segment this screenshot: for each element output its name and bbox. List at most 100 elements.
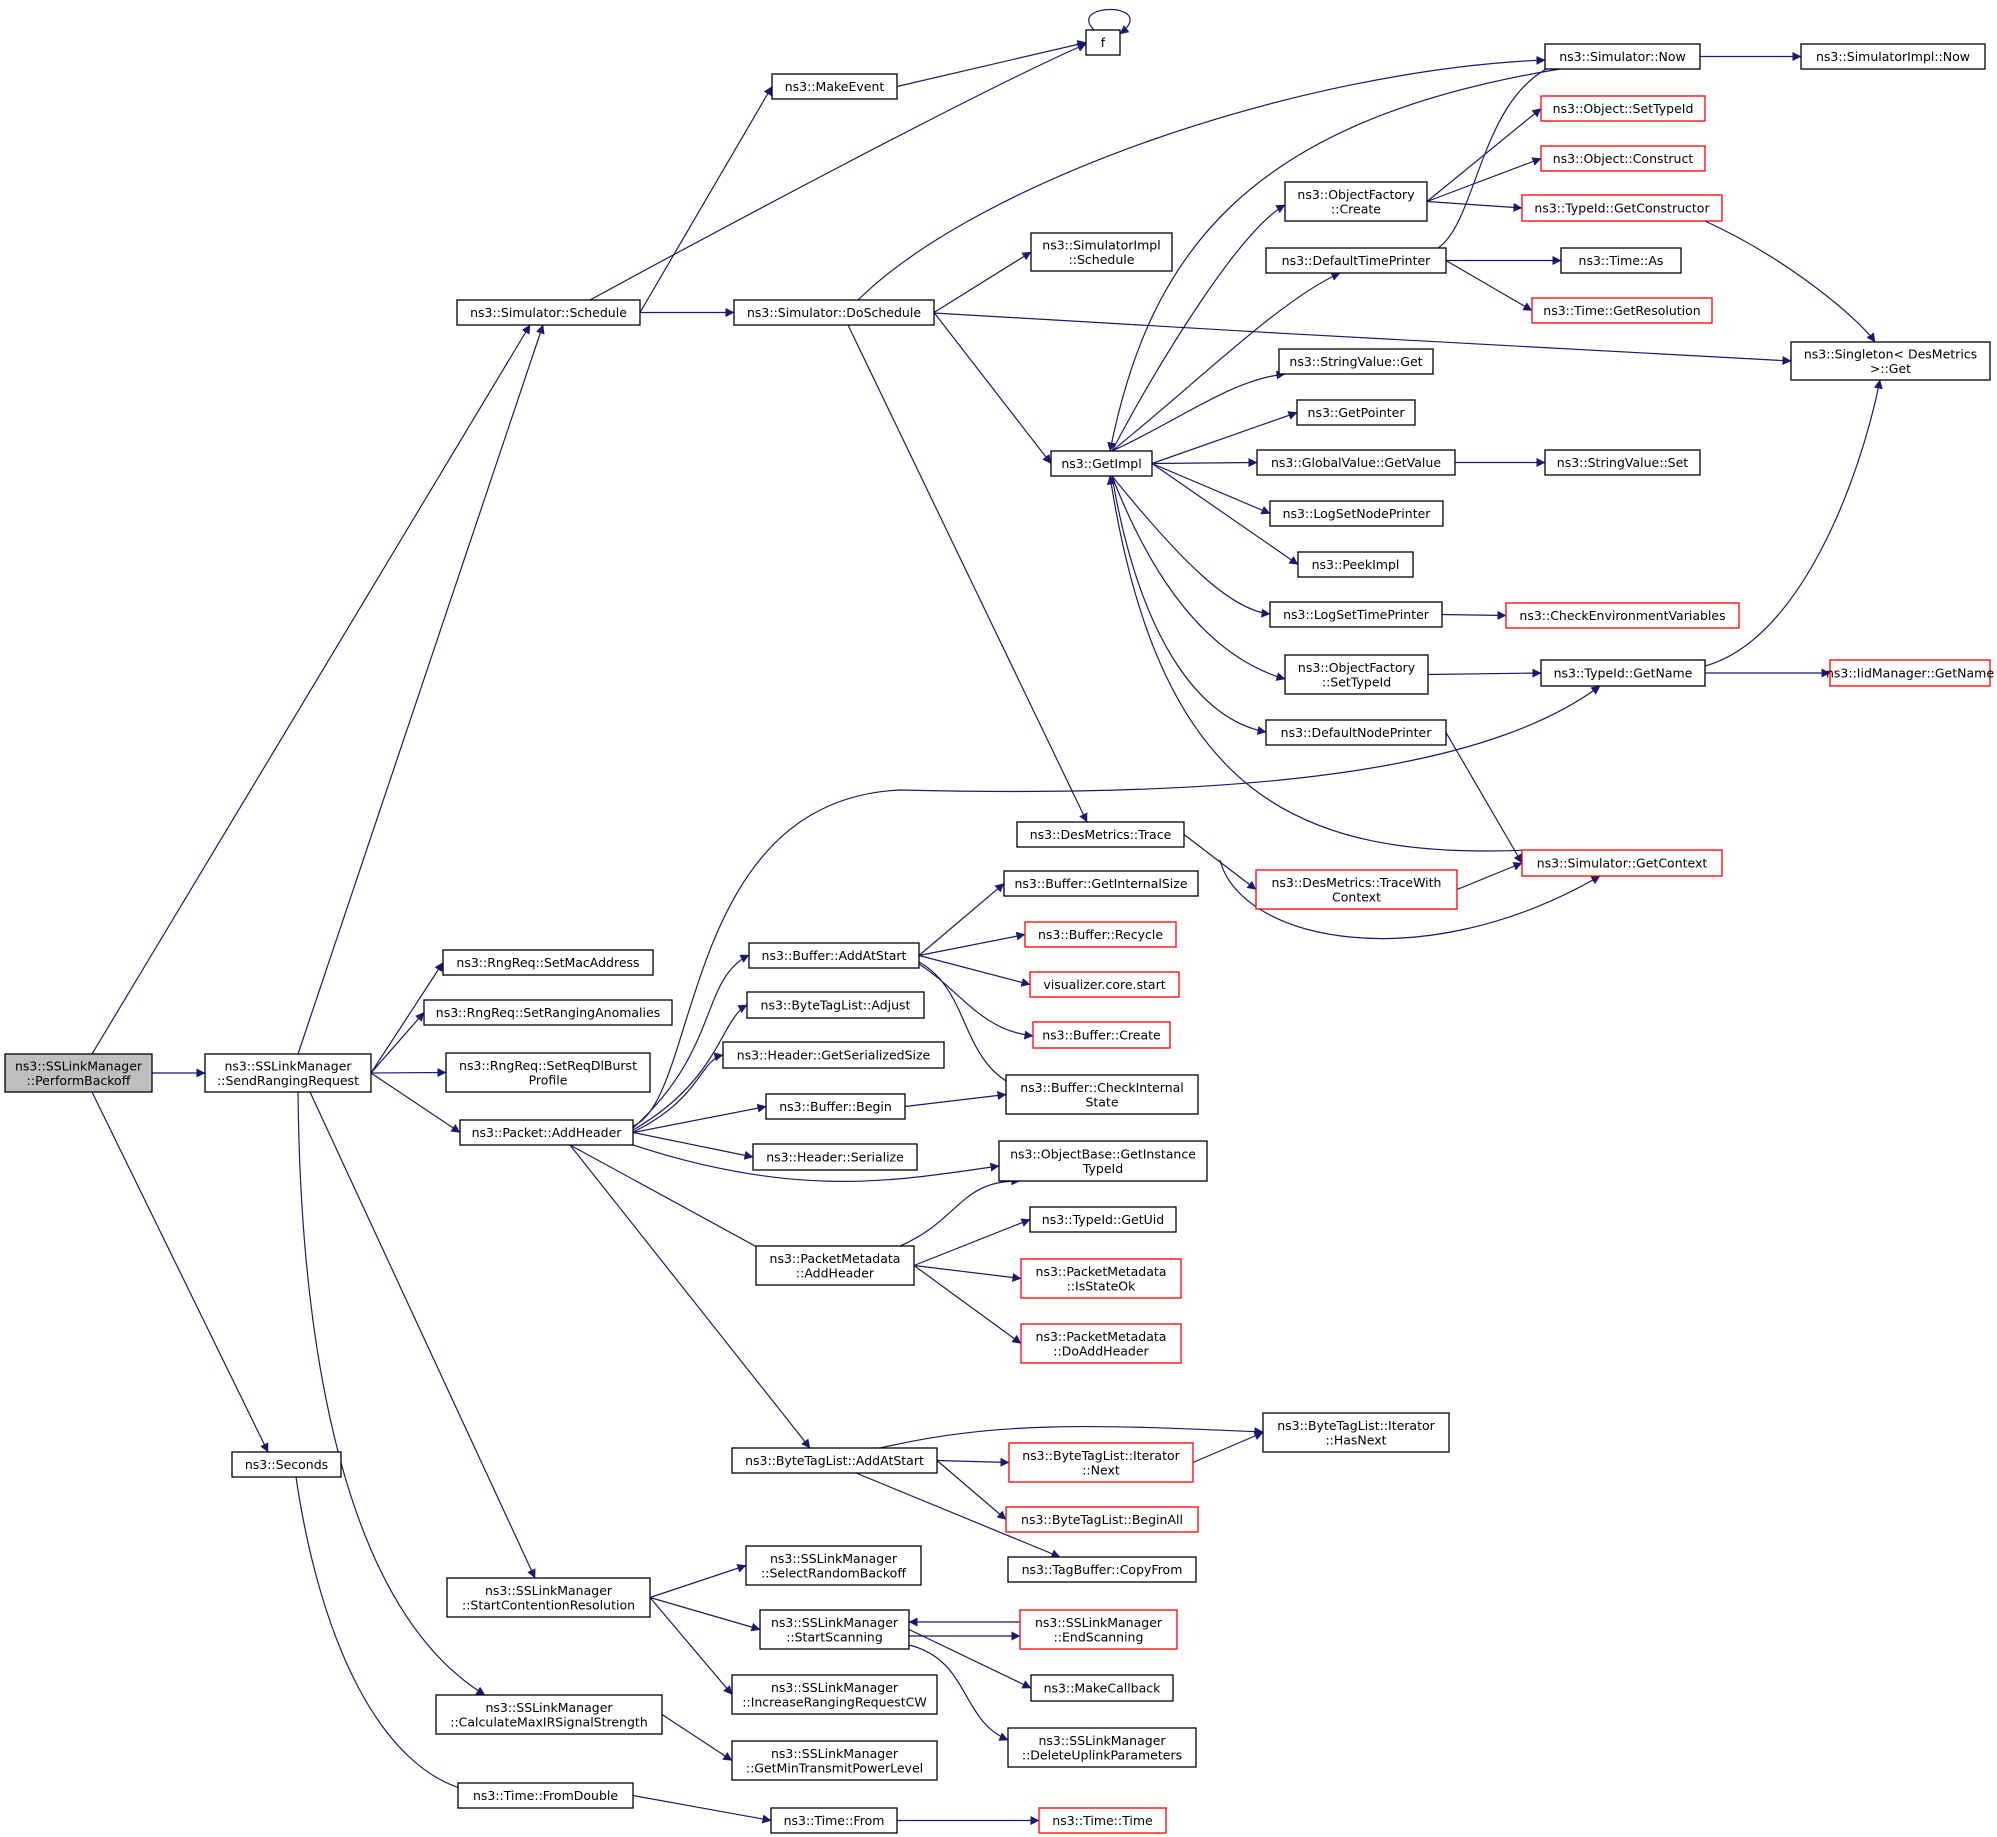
node-header_getserializedsize[interactable]: ns3::Header::GetSerializedSize bbox=[722, 1041, 945, 1069]
node-packetmetadata_doaddheader[interactable]: ns3::PacketMetadata::DoAddHeader bbox=[1020, 1323, 1182, 1364]
node-box bbox=[1790, 341, 1991, 381]
node-endscanning[interactable]: ns3::SSLinkManager::EndScanning bbox=[1019, 1609, 1178, 1650]
edge-packetmetadata_addheader-to-packetmetadata_doaddheader bbox=[913, 1265, 1022, 1344]
node-label: ns3::SimulatorImpl::Now bbox=[1816, 49, 1970, 64]
node-calculatemaxirsignalstrength[interactable]: ns3::SSLinkManager::CalculateMaxIRSignal… bbox=[435, 1694, 663, 1735]
node-defaultnodeprinter[interactable]: ns3::DefaultNodePrinter bbox=[1265, 719, 1447, 746]
node-perform_backoff[interactable]: ns3::SSLinkManager::PerformBackoff bbox=[4, 1053, 153, 1093]
node-simulatorimpl_now[interactable]: ns3::SimulatorImpl::Now bbox=[1800, 43, 1986, 70]
node-label: ns3::ByteTagList::Iterator bbox=[1277, 1418, 1435, 1433]
node-startcontentionresolution[interactable]: ns3::SSLinkManager::StartContentionResol… bbox=[446, 1577, 651, 1618]
node-label: ns3::Time::FromDouble bbox=[473, 1788, 618, 1803]
node-label: ns3::PacketMetadata bbox=[770, 1251, 901, 1266]
node-bytetaglist_iterator_next[interactable]: ns3::ByteTagList::Iterator::Next bbox=[1008, 1442, 1194, 1483]
node-bytetaglist_adjust[interactable]: ns3::ByteTagList::Adjust bbox=[746, 991, 925, 1019]
node-typeid_getconstructor[interactable]: ns3::TypeId::GetConstructor bbox=[1521, 194, 1723, 222]
edge-startcontentionresolution-to-increaserangingrequestcw bbox=[649, 1597, 733, 1695]
node-label: ::CalculateMaxIRSignalStrength bbox=[450, 1714, 648, 1729]
node-label: ns3::SSLinkManager bbox=[771, 1615, 899, 1630]
node-typeid_getname[interactable]: ns3::TypeId::GetName bbox=[1540, 659, 1706, 687]
node-makecallback[interactable]: ns3::MakeCallback bbox=[1030, 1674, 1174, 1702]
node-send_ranging_request[interactable]: ns3::SSLinkManager::SendRangingRequest bbox=[204, 1053, 372, 1093]
edge-getimpl-to-logsettimeprinter bbox=[1111, 475, 1271, 618]
node-simulatorimpl_schedule[interactable]: ns3::SimulatorImpl::Schedule bbox=[1030, 232, 1173, 272]
node-object_construct[interactable]: ns3::Object::Construct bbox=[1540, 145, 1706, 172]
node-box bbox=[1521, 849, 1723, 877]
node-getmintransmitpowerlevel[interactable]: ns3::SSLinkManager::GetMinTransmitPowerL… bbox=[731, 1740, 938, 1781]
edge-getimpl-to-objectfactory_settypeid bbox=[1111, 475, 1286, 681]
node-label: Profile bbox=[529, 1072, 568, 1087]
node-simulator_getcontext[interactable]: ns3::Simulator::GetContext bbox=[1521, 849, 1723, 877]
node-visualizer_core_start[interactable]: visualizer.core.start bbox=[1029, 971, 1180, 998]
node-simulator_doschedule[interactable]: ns3::Simulator::DoSchedule bbox=[733, 299, 935, 326]
node-make_event[interactable]: ns3::MakeEvent bbox=[771, 73, 898, 100]
node-stringvalue_get[interactable]: ns3::StringValue::Get bbox=[1278, 348, 1434, 375]
node-buffer_create[interactable]: ns3::Buffer::Create bbox=[1032, 1021, 1171, 1049]
node-time_from[interactable]: ns3::Time::From bbox=[770, 1807, 898, 1834]
node-logsetnodeprinter[interactable]: ns3::LogSetNodePrinter bbox=[1269, 500, 1444, 527]
node-packet_addheader[interactable]: ns3::Packet::AddHeader bbox=[459, 1119, 634, 1146]
node-label: ns3::TypeId::GetUid bbox=[1042, 1212, 1164, 1227]
node-singleton_get[interactable]: ns3::Singleton< DesMetrics>::Get bbox=[1790, 341, 1991, 381]
node-label: ns3::PeekImpl bbox=[1312, 557, 1400, 572]
node-rngreq_setranginganomalies[interactable]: ns3::RngReq::SetRangingAnomalies bbox=[423, 999, 673, 1026]
node-stringvalue_set[interactable]: ns3::StringValue::Set bbox=[1544, 449, 1701, 476]
node-tagbuffer_copyfrom[interactable]: ns3::TagBuffer::CopyFrom bbox=[1007, 1556, 1197, 1583]
node-time_getresolution[interactable]: ns3::Time::GetResolution bbox=[1531, 297, 1713, 324]
node-increaserangingrequestcw[interactable]: ns3::SSLinkManager::IncreaseRangingReque… bbox=[731, 1674, 938, 1715]
edge-bytetaglist_iterator_next-to-bytetaglist_iterator_hasnext bbox=[1192, 1431, 1264, 1464]
node-box bbox=[1265, 719, 1447, 746]
node-box bbox=[1505, 602, 1740, 629]
edge-simulator_doschedule-to-simulatorimpl_schedule bbox=[933, 251, 1032, 314]
node-logsettimeprinter[interactable]: ns3::LogSetTimePrinter bbox=[1269, 601, 1443, 628]
node-time_time[interactable]: ns3::Time::Time bbox=[1038, 1807, 1167, 1834]
node-getpointer[interactable]: ns3::GetPointer bbox=[1296, 399, 1416, 426]
node-buffer_addatstart[interactable]: ns3::Buffer::AddAtStart bbox=[748, 942, 920, 969]
node-bytetaglist_iterator_hasnext[interactable]: ns3::ByteTagList::Iterator::HasNext bbox=[1262, 1412, 1450, 1453]
node-startscanning[interactable]: ns3::SSLinkManager::StartScanning bbox=[759, 1609, 910, 1650]
node-desmetrics_trace[interactable]: ns3::DesMetrics::Trace bbox=[1016, 821, 1185, 848]
edge-send_ranging_request-to-rngreq_setmacaddress bbox=[370, 962, 444, 1074]
node-box bbox=[1531, 297, 1713, 324]
node-typeid_getuid[interactable]: ns3::TypeId::GetUid bbox=[1029, 1206, 1177, 1233]
node-bytetaglist_beginall[interactable]: ns3::ByteTagList::BeginAll bbox=[1005, 1506, 1199, 1533]
node-iidmanager_getname[interactable]: ns3::IidManager::GetName bbox=[1826, 659, 1994, 687]
node-deleteuplinkparameters[interactable]: ns3::SSLinkManager::DeleteUplinkParamete… bbox=[1007, 1727, 1197, 1768]
node-box bbox=[1050, 450, 1153, 477]
node-box bbox=[752, 1143, 918, 1171]
node-defaulttimeprinter[interactable]: ns3::DefaultTimePrinter bbox=[1265, 247, 1447, 274]
node-label: ns3::TypeId::GetName bbox=[1554, 666, 1693, 681]
node-label: ns3::StringValue::Get bbox=[1289, 354, 1422, 369]
node-buffer_recycle[interactable]: ns3::Buffer::Recycle bbox=[1024, 921, 1177, 948]
node-simulator_now[interactable]: ns3::Simulator::Now bbox=[1544, 43, 1701, 70]
edge-send_ranging_request-to-rngreq_setreqdlburstprofile bbox=[370, 1068, 447, 1078]
node-getimpl[interactable]: ns3::GetImpl bbox=[1050, 450, 1153, 477]
node-packetmetadata_isstateok[interactable]: ns3::PacketMetadata::IsStateOk bbox=[1020, 1258, 1182, 1299]
node-objectfactory_settypeid[interactable]: ns3::ObjectFactory::SetTypeId bbox=[1284, 654, 1429, 695]
node-seconds[interactable]: ns3::Seconds bbox=[231, 1451, 342, 1478]
node-checkenvvars[interactable]: ns3::CheckEnvironmentVariables bbox=[1505, 602, 1740, 629]
node-time_from_double[interactable]: ns3::Time::FromDouble bbox=[457, 1782, 634, 1809]
edge-time_from_double-to-time_from bbox=[632, 1794, 772, 1824]
node-f[interactable]: f bbox=[1085, 29, 1121, 56]
node-objectfactory_create[interactable]: ns3::ObjectFactory::Create bbox=[1284, 181, 1428, 222]
node-buffer_begin[interactable]: ns3::Buffer::Begin bbox=[765, 1093, 906, 1120]
node-box bbox=[1007, 1727, 1197, 1768]
node-peekimpl[interactable]: ns3::PeekImpl bbox=[1297, 551, 1414, 578]
node-object_settypeid[interactable]: ns3::Object::SetTypeId bbox=[1540, 95, 1706, 122]
node-globalvalue_getvalue[interactable]: ns3::GlobalValue::GetValue bbox=[1256, 449, 1456, 476]
node-header_serialize[interactable]: ns3::Header::Serialize bbox=[752, 1143, 918, 1171]
node-time_as[interactable]: ns3::Time::As bbox=[1560, 247, 1682, 274]
node-label: ns3::SimulatorImpl bbox=[1042, 237, 1160, 252]
node-bytetaglist_addatstart[interactable]: ns3::ByteTagList::AddAtStart bbox=[731, 1447, 938, 1474]
node-simulator_schedule[interactable]: ns3::Simulator::Schedule bbox=[456, 299, 641, 326]
node-buffer_getinternalsize[interactable]: ns3::Buffer::GetInternalSize bbox=[1003, 870, 1199, 897]
node-selectrandombackoff[interactable]: ns3::SSLinkManager::SelectRandomBackoff bbox=[745, 1545, 922, 1586]
edge-startscanning-to-makecallback bbox=[908, 1628, 1032, 1689]
node-rngreq_setmacaddress[interactable]: ns3::RngReq::SetMacAddress bbox=[442, 949, 654, 976]
node-packetmetadata_addheader[interactable]: ns3::PacketMetadata::AddHeader bbox=[755, 1245, 915, 1286]
